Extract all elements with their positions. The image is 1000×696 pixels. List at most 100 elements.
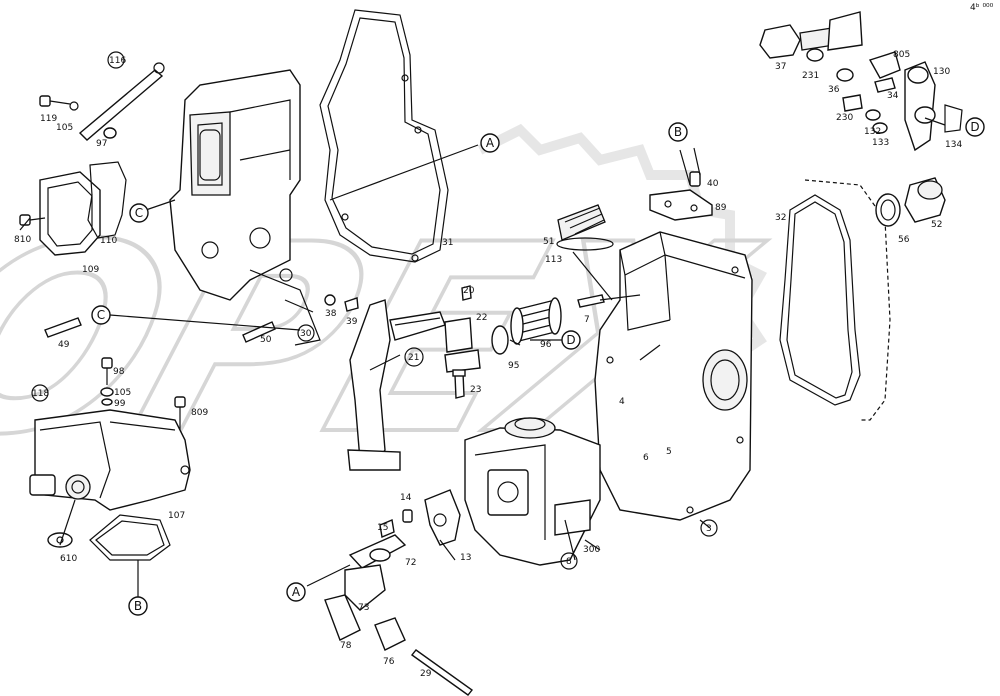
part-label: 130 [933,67,950,77]
leader-lines [19,117,946,603]
callout-C-lower: C [91,305,111,325]
cap-52 [904,177,946,223]
pump-107 [29,409,191,511]
gasket-32 [779,194,861,406]
part-label: 99 [114,399,126,409]
part-label: 78 [340,641,352,651]
part-label: 89 [715,203,727,213]
part-label: 134 [945,140,962,150]
part-label: 231 [802,71,819,81]
part-label: 40 [707,179,719,189]
part-label: 97 [96,139,107,149]
pump-8 [464,417,601,566]
part-label: 4 [619,397,625,407]
callout-circles: A B C D C A B D [91,117,985,616]
part-label: 13 [460,553,471,563]
part-label: 7 [584,315,590,325]
seal-56 [875,193,901,227]
callout-label: C [97,308,105,322]
callout-label: B [674,125,682,139]
part-label: 52 [931,220,942,230]
part-label: 51 [543,237,554,247]
part-label: 116 [109,56,126,66]
part-label: 113 [545,255,562,265]
callout-B-bottom: B [128,596,148,616]
part-label: 31 [442,238,453,248]
part-label: 133 [872,138,889,148]
part-label: 8 [566,557,572,567]
cover-plate-109 [39,171,101,256]
callout-A-top: A [480,133,500,153]
part-label: 132 [864,127,881,137]
callout-D-center: D [561,330,581,350]
part-label: 20 [463,286,475,296]
fitting-37 [759,11,863,82]
part-label: 610 [60,554,77,564]
end-cover [804,179,891,421]
linkage-lower [324,489,474,696]
part-label: 3 [706,524,712,534]
part-label: 119 [40,114,57,124]
callout-label: D [970,120,979,134]
part-label: 118 [32,389,49,399]
part-label: 6 [643,453,649,463]
rod-116 [78,62,165,141]
part-label: 107 [168,511,185,521]
part-label: 105 [114,388,131,398]
part-label: 38 [325,309,337,319]
part-label: 810 [14,235,31,245]
part-label: 29 [420,669,432,679]
gasket-31 [319,9,449,263]
bolts-lower-left [100,357,186,430]
callout-A-bottom: A [286,582,306,602]
part-label: 96 [540,340,552,350]
callout-B-top: B [668,122,688,142]
banjo-130 [842,51,963,152]
callout-label: C [135,206,143,220]
part-label: 56 [898,235,910,245]
part-label: 21 [408,353,419,363]
part-label: 76 [383,657,395,667]
callout-label: A [292,585,301,599]
part-label: 30 [300,329,312,339]
part-label: 73 [358,603,369,613]
callout-C-upper: C [129,203,149,223]
bracket-89 [649,171,713,221]
part-label: 98 [113,367,125,377]
gasket-110 [87,161,127,239]
housing-3 [594,231,753,521]
part-label: 49 [58,340,70,350]
part-label: 300 [583,545,600,555]
part-label: 805 [893,50,910,60]
callout-D-right: D [965,117,985,137]
part-label: 37 [775,62,786,72]
gasket-lower-left [47,514,171,561]
part-label: 95 [508,361,519,371]
part-label: 22 [476,313,487,323]
part-label: 39 [346,317,358,327]
part-label: 110 [100,236,117,246]
spring-96 [491,297,562,355]
part-label: 109 [82,265,99,275]
callout-label: D [566,333,575,347]
part-label: 105 [56,123,73,133]
part-label: 15 [377,523,388,533]
part-label: 809 [191,408,208,418]
part-label: 23 [470,385,481,395]
part-labels: 116 119 105 97 810 109 110 31 30 38 39 5… [14,50,962,679]
part-label: 230 [836,113,853,123]
coil-51 [556,204,614,251]
part-label: 34 [887,91,899,101]
governor-housing [169,69,321,346]
part-label: 5 [666,447,672,457]
callout-label: B [134,599,142,613]
part-label: 50 [260,335,272,345]
governor-lever [347,285,481,471]
part-label: 32 [775,213,786,223]
corner-code: 4ᵇ ⁰⁰⁰ [970,3,994,13]
part-label: 36 [828,85,840,95]
part-label: 72 [405,558,416,568]
callout-label: A [486,136,495,150]
